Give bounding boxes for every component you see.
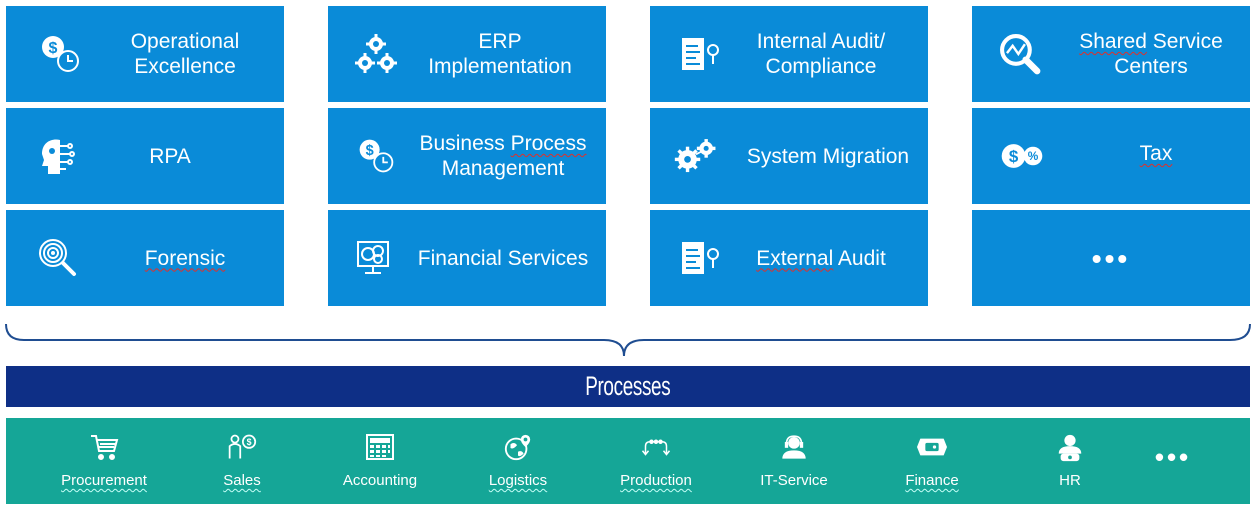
tile-label: Tax <box>1062 108 1250 204</box>
svg-text:%: % <box>1028 149 1039 163</box>
process-label: Procurement <box>61 472 147 489</box>
globe-pin-icon <box>503 432 533 462</box>
tile-label: Internal Audit/ Compliance <box>756 30 886 78</box>
svg-text:$: $ <box>366 143 374 159</box>
wallet-icon <box>917 432 947 462</box>
process-accounting[interactable]: Accounting <box>315 418 445 504</box>
tile-financial-services[interactable]: Financial Services <box>328 210 606 306</box>
process-label: HR <box>1059 472 1081 489</box>
process-label: Logistics <box>488 472 548 489</box>
dollar-percent-icon: $ % <box>1000 134 1044 178</box>
process-finance[interactable]: Finance <box>867 418 997 504</box>
fingerprint-magnifier-icon <box>36 236 80 280</box>
process-hr[interactable]: HR <box>1005 418 1135 504</box>
tile-operational-excellence[interactable]: $ Operational Excellence <box>6 6 284 102</box>
person-phone-icon <box>1055 432 1085 462</box>
more-dots: ••• <box>1091 242 1131 274</box>
process-logistics[interactable]: Logistics <box>453 418 583 504</box>
salesperson-dollar-icon: $ <box>227 432 257 462</box>
flow-arrows-icon <box>641 432 671 462</box>
more-dots: ••• <box>1154 442 1192 472</box>
tile-tax[interactable]: $ % Tax <box>972 108 1250 204</box>
shared-word: Shared <box>1079 30 1147 53</box>
tile-label: System Migration <box>746 144 910 168</box>
gear-network-icon <box>674 134 718 178</box>
monitor-coins-icon <box>352 236 396 280</box>
tile-internal-audit-compliance[interactable]: Internal Audit/ Compliance <box>650 6 928 102</box>
process-label: Accounting <box>342 472 418 489</box>
process-more[interactable]: ••• <box>1108 418 1238 504</box>
gears-icon <box>354 32 398 76</box>
tile-label: Operational Excellence <box>130 30 240 78</box>
curly-brace <box>5 323 1251 357</box>
headset-support-icon <box>779 432 809 462</box>
tile-more[interactable]: ••• <box>972 210 1250 306</box>
processes-row: Procurement $ Sales Accounting <box>6 418 1250 504</box>
process-label: Finance <box>905 472 959 489</box>
dollar-clock-icon: $ <box>38 32 82 76</box>
process-label: Production <box>620 472 692 489</box>
process-sales[interactable]: $ Sales <box>177 418 307 504</box>
document-lightbulb-icon <box>678 32 722 76</box>
tile-label: Financial Services <box>417 246 589 270</box>
external-word: External <box>756 246 834 270</box>
magnifier-trend-icon <box>998 32 1042 76</box>
processes-title: Processes <box>585 371 671 401</box>
tile-erp-implementation[interactable]: ERP Implementation <box>328 6 606 102</box>
process-procurement[interactable]: Procurement <box>39 418 169 504</box>
svg-text:$: $ <box>1009 147 1019 166</box>
process-label: Sales <box>223 472 261 489</box>
processes-band: Processes <box>6 366 1250 407</box>
svg-text:$: $ <box>247 437 252 447</box>
tile-external-audit[interactable]: External Audit <box>650 210 928 306</box>
process-it-service[interactable]: IT-Service <box>729 418 859 504</box>
tile-rpa[interactable]: RPA <box>6 108 284 204</box>
process-production[interactable]: Production <box>591 418 721 504</box>
process-label: IT-Service <box>760 472 828 489</box>
tile-label: External Audit <box>756 246 886 270</box>
document-lightbulb-icon <box>678 236 722 280</box>
calculator-icon <box>365 432 395 462</box>
dollar-clock-icon: $ <box>354 134 398 178</box>
tile-forensic[interactable]: Forensic <box>6 210 284 306</box>
forensic-word: Forensic <box>144 246 226 270</box>
svg-text:$: $ <box>49 40 58 57</box>
robot-head-icon <box>34 134 78 178</box>
tax-word: Tax <box>1139 142 1173 165</box>
tile-label: ERP Implementation <box>428 30 572 78</box>
tile-label: RPA <box>149 144 191 168</box>
tile-label: Forensic <box>96 210 274 306</box>
tile-system-migration[interactable]: System Migration <box>650 108 928 204</box>
process-word: Process <box>510 132 587 155</box>
cart-icon <box>89 432 119 462</box>
